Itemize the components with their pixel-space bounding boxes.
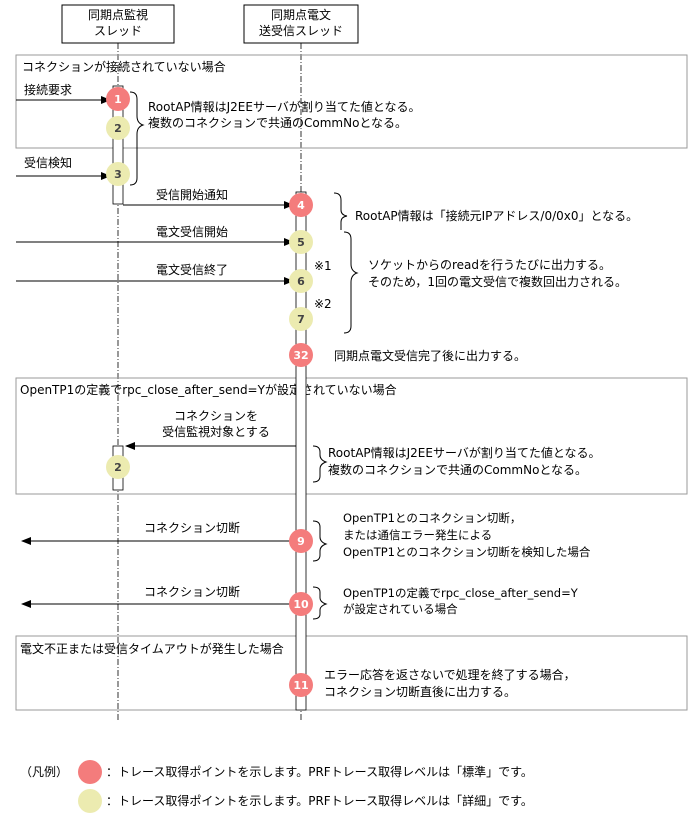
sendrecv-thread-header: 同期点電文 送受信スレッド [243, 4, 359, 44]
trace-point-11: 11 [289, 673, 313, 697]
svg-text:6: 6 [297, 275, 305, 288]
msg-disconnect-2-label: コネクション切断 [144, 584, 240, 599]
trace-point-2b: 2 [106, 455, 130, 479]
svg-text:9: 9 [297, 535, 305, 548]
trace-point-1: 1 [106, 87, 130, 111]
note-disconnect-detect-line2: または通信エラー発生による [343, 528, 492, 542]
note-rpc-close-set-line2: が設定されている場合 [343, 602, 458, 616]
brace-point-10 [312, 586, 328, 620]
msg-recv-start-notify: 受信開始通知 [123, 188, 294, 209]
trace-point-6: 6 [289, 269, 313, 293]
svg-text:1: 1 [114, 93, 122, 106]
frame-invalid-label: 電文不正または受信タイムアウトが発生した場合 [20, 641, 284, 656]
note-error-end-line1: エラー応答を返さないで処理を終了する場合， [324, 667, 576, 682]
msg-conn-monitor-label-1: コネクションを [174, 409, 258, 423]
msg-recv-detect: 受信検知 [16, 156, 111, 180]
msg-conn-monitor: コネクションを 受信監視対象とする [125, 409, 296, 450]
svg-text:7: 7 [297, 313, 305, 326]
msg-disconnect-2: コネクション切断 [21, 584, 296, 608]
legend-standard-marker [78, 760, 102, 784]
frame-not-connected-label: コネクションが接続されていない場合 [22, 59, 226, 74]
msg-msg-recv-start-label: 電文受信開始 [156, 224, 228, 239]
svg-text:2: 2 [114, 461, 122, 474]
legend-label: （凡例） [20, 765, 68, 779]
legend-standard-text: ：トレース取得ポイントを示します。PRFトレース取得レベルは「標準」です。 [106, 764, 533, 779]
frame-not-connected [15, 54, 688, 149]
brace-points-1-3 [129, 91, 145, 186]
trace-point-32: 32 [289, 343, 313, 367]
trace-point-5: 5 [289, 230, 313, 254]
msg-msg-recv-start: 電文受信開始 [16, 224, 294, 246]
msg-recv-start-notify-label: 受信開始通知 [156, 188, 228, 202]
msg-conn-monitor-label-2: 受信監視対象とする [162, 424, 270, 439]
msg-disconnect-1: コネクション切断 [21, 520, 296, 545]
trace-point-2: 2 [106, 116, 130, 140]
brace-point-4 [333, 192, 348, 230]
trace-point-10: 10 [289, 592, 313, 616]
trace-point-4: 4 [289, 193, 313, 217]
brace-points-5-7 [343, 231, 359, 334]
note-rootap-j2ee-1-line2: 複数のコネクションで共通のCommNoとなる。 [148, 115, 407, 130]
note-disconnect-detect-line3: OpenTP1とのコネクション切断を検知した場合 [343, 545, 591, 559]
svg-text:2: 2 [114, 122, 122, 135]
trace-point-7: 7 [289, 307, 313, 331]
note-rpc-close-set-line1: OpenTP1の定義でrpc_close_after_send=Y [343, 586, 579, 600]
legend-detail-marker [78, 789, 102, 813]
msg-msg-recv-end-label: 電文受信終了 [156, 262, 228, 277]
note-socket-read-line2: そのため，1回の電文受信で複数回出力される。 [368, 274, 627, 289]
svg-text:3: 3 [114, 168, 122, 181]
svg-text:5: 5 [297, 236, 305, 249]
sendrecv-thread-title-2: 送受信スレッド [259, 23, 343, 38]
note-error-end-line2: コネクション切断直後に出力する。 [324, 684, 516, 699]
monitor-activation-1 [112, 85, 124, 205]
monitor-thread-title-2: スレッド [94, 24, 142, 38]
note-disconnect-detect-line1: OpenTP1とのコネクション切断， [343, 511, 521, 525]
legend-detail-text: ：トレース取得ポイントを示します。PRFトレース取得レベルは「詳細」です。 [106, 793, 533, 808]
frame-rpc-close-label: OpenTP1の定義でrpc_close_after_send=Yが設定されてい… [20, 382, 397, 397]
monitor-thread-title-1: 同期点監視 [88, 7, 148, 22]
note-rootap-j2ee-2-line1: RootAP情報はJ2EEサーバが割り当てた値となる。 [328, 445, 601, 460]
brace-point-9 [312, 520, 328, 562]
msg-msg-recv-end: 電文受信終了 [16, 262, 294, 285]
frame-invalid [15, 635, 688, 711]
sendrecv-thread-title-1: 同期点電文 [271, 7, 331, 22]
brace-point-2b [312, 445, 328, 483]
svg-text:10: 10 [293, 598, 309, 611]
svg-text:32: 32 [293, 349, 308, 362]
trace-point-3: 3 [106, 162, 130, 186]
note-socket-read-line1: ソケットからのreadを行うたびに出力する。 [368, 258, 611, 272]
svg-text:4: 4 [297, 199, 305, 212]
monitor-thread-header: 同期点監視 スレッド [61, 4, 175, 44]
note-after-complete: 同期点電文受信完了後に出力する。 [334, 348, 526, 363]
msg-connect-request-label: 接続要求 [24, 82, 72, 97]
msg-connect-request: 接続要求 [16, 82, 111, 104]
note-mark-2: ※2 [314, 297, 332, 311]
note-rootap-j2ee-1-line1: RootAP情報はJ2EEサーバが割り当てた値となる。 [148, 99, 421, 114]
sendrecv-activation [295, 191, 307, 711]
note-rootap-j2ee-2-line2: 複数のコネクションで共通のCommNoとなる。 [328, 462, 587, 477]
trace-point-9: 9 [289, 529, 313, 553]
msg-recv-detect-label: 受信検知 [24, 156, 72, 170]
legend: （凡例） ：トレース取得ポイントを示します。PRFトレース取得レベルは「標準」で… [20, 760, 533, 813]
note-mark-1: ※1 [314, 259, 332, 273]
svg-text:11: 11 [293, 679, 308, 692]
note-rootap-addr: RootAP情報は「接続元IPアドレス/0/0x0」となる。 [355, 208, 638, 223]
msg-disconnect-1-label: コネクション切断 [144, 520, 240, 535]
frame-rpc-close [15, 377, 688, 495]
